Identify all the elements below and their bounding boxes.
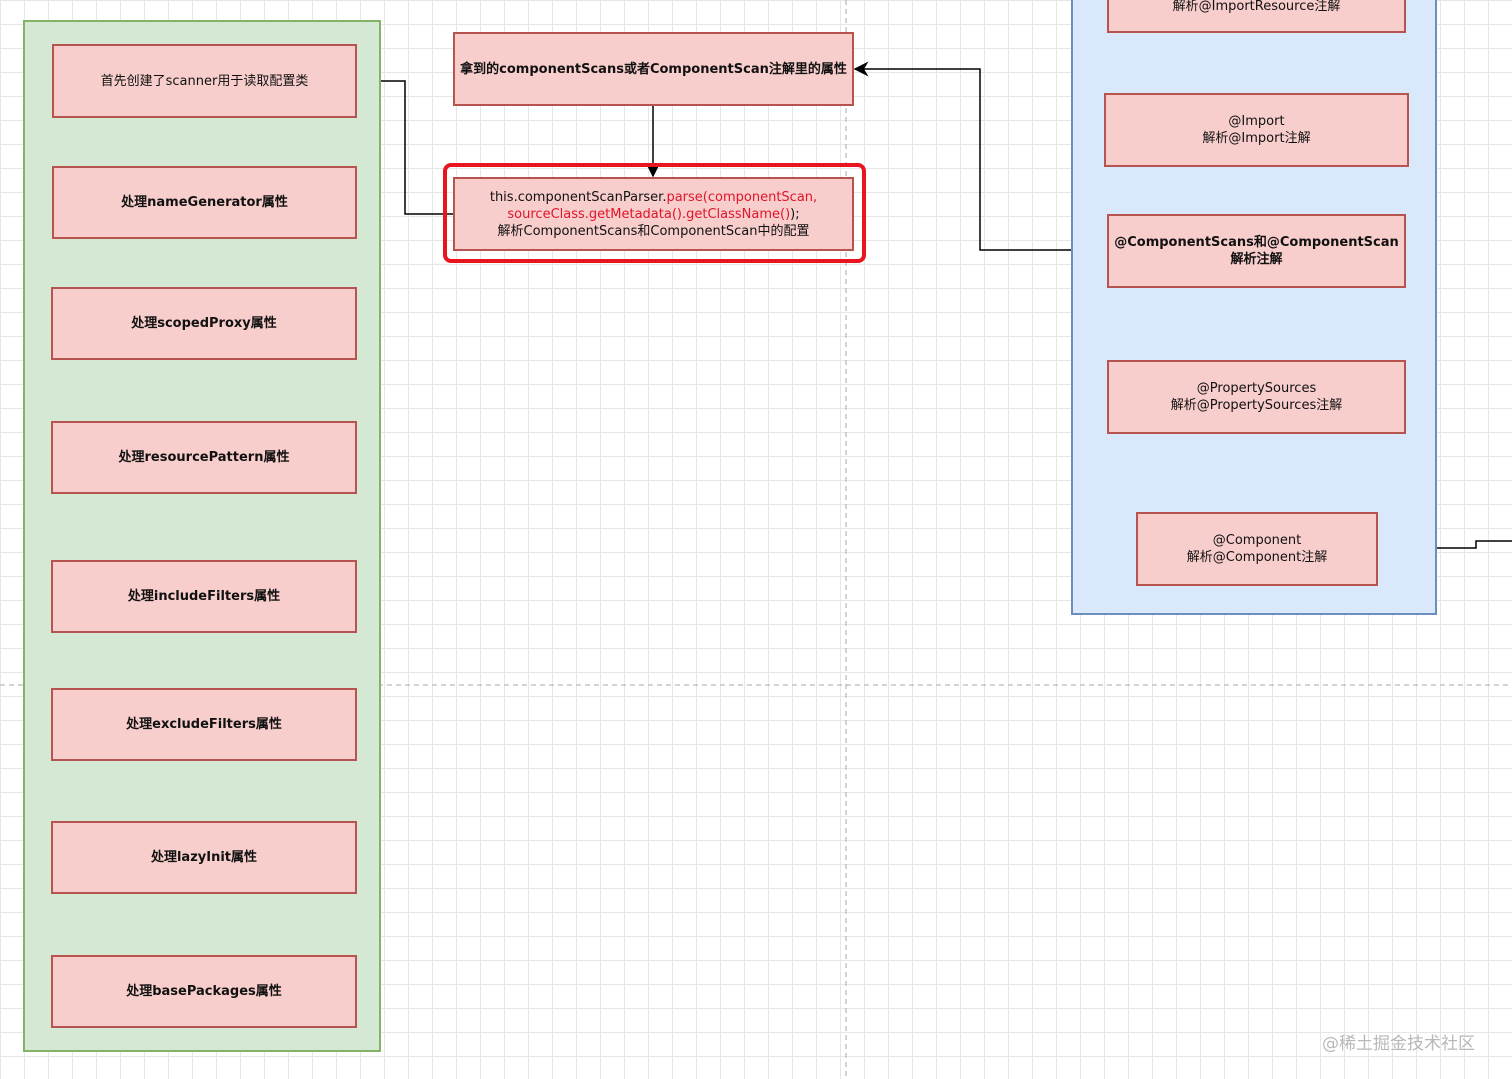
box-title: @ComponentScans和@ComponentScan (1114, 235, 1399, 250)
step-scoped-proxy[interactable]: 处理scopedProxy属性 (51, 287, 357, 360)
property-sources-box[interactable]: @PropertySources 解析@PropertySources注解 (1107, 360, 1406, 434)
code-parse: parse(componentScan, (666, 189, 818, 205)
arrow-scans-to-top (853, 61, 1107, 251)
import-resource-box[interactable]: 解析@ImportResource注解 (1107, 0, 1406, 33)
step-exclude-filters[interactable]: 处理excludeFilters属性 (51, 688, 357, 761)
step-label: 首先创建了scanner用于读取配置类 (100, 73, 309, 89)
box-title: @Import (1228, 114, 1285, 129)
box-label: 拿到的componentScans或者ComponentScan注解里的属性 (460, 61, 847, 77)
step-create-scanner[interactable]: 首先创建了scanner用于读取配置类 (52, 44, 357, 118)
arrow-parse-to-scanner (356, 73, 453, 215)
box-desc: 解析@PropertySources注解 (1170, 398, 1343, 413)
step-base-packages[interactable]: 处理basePackages属性 (51, 955, 357, 1028)
step-include-filters[interactable]: 处理includeFilters属性 (51, 560, 357, 633)
component-box[interactable]: @Component 解析@Component注解 (1136, 512, 1378, 586)
box-title: @PropertySources (1196, 381, 1317, 396)
box-desc: 解析@Component注解 (1186, 550, 1328, 565)
highlight-frame (443, 163, 866, 263)
code-suffix: ); (790, 206, 800, 222)
code-args: sourceClass.getMetadata().getClassName() (507, 206, 791, 222)
parse-call-box[interactable]: this.componentScanParser.parse(component… (453, 177, 854, 251)
step-label: 处理basePackages属性 (126, 984, 282, 999)
box-desc: 解析注解 (1230, 252, 1283, 267)
watermark: @稀土掘金技术社区 (1322, 1034, 1475, 1054)
code-prefix: this.componentScanParser. (489, 189, 667, 205)
step-resource-pattern[interactable]: 处理resourcePattern属性 (51, 421, 357, 494)
step-label: 处理resourcePattern属性 (118, 450, 290, 465)
step-label: 处理scopedProxy属性 (131, 316, 277, 331)
step-label: 处理nameGenerator属性 (121, 195, 288, 210)
box-title: @Component (1212, 533, 1302, 548)
parse-description: 解析ComponentScans和ComponentScan中的配置 (497, 223, 810, 239)
step-name-generator[interactable]: 处理nameGenerator属性 (52, 166, 357, 239)
step-label: 处理includeFilters属性 (127, 589, 281, 604)
step-lazy-init[interactable]: 处理lazyInit属性 (51, 821, 357, 894)
box-label: 解析@ImportResource注解 (1172, 0, 1341, 14)
component-scans-box[interactable]: @ComponentScans和@ComponentScan 解析注解 (1107, 214, 1406, 288)
step-label: 处理lazyInit属性 (150, 850, 258, 865)
import-box[interactable]: @Import 解析@Import注解 (1104, 93, 1409, 167)
box-desc: 解析@Import注解 (1202, 131, 1311, 146)
step-label: 处理excludeFilters属性 (126, 717, 282, 732)
component-scan-attributes-box[interactable]: 拿到的componentScans或者ComponentScan注解里的属性 (453, 32, 854, 106)
